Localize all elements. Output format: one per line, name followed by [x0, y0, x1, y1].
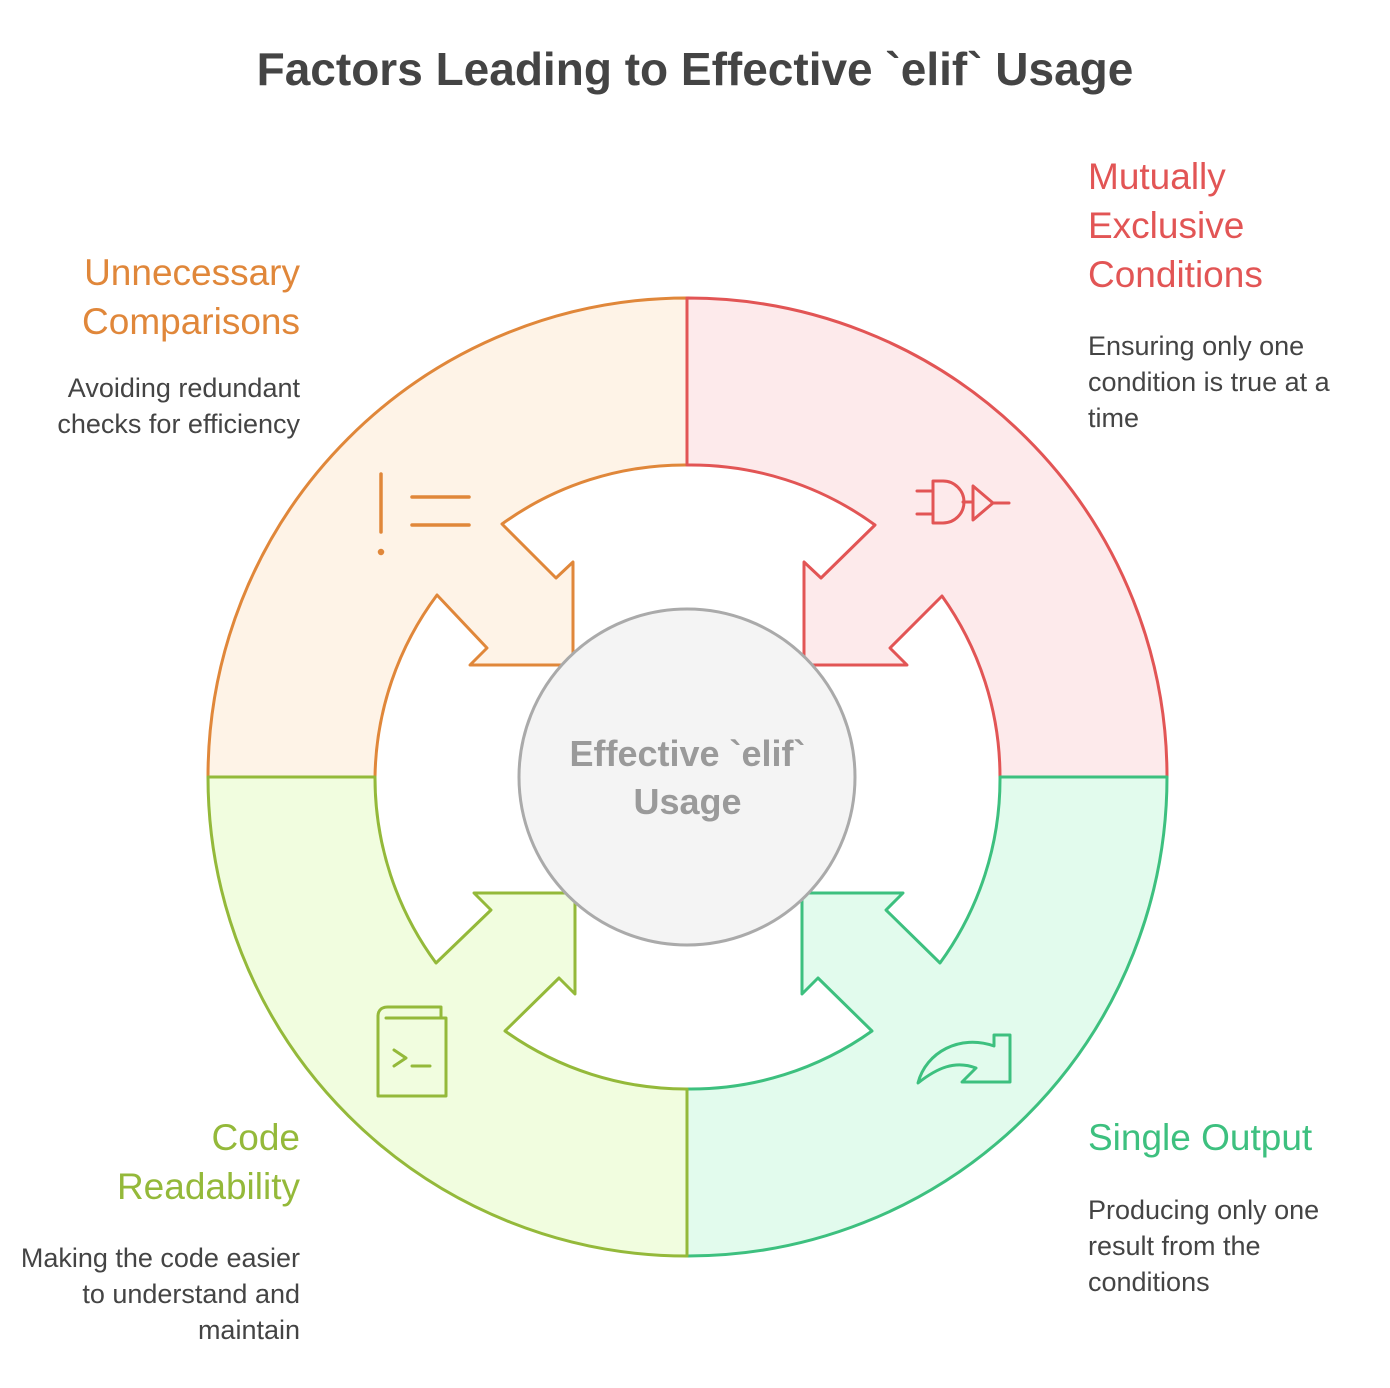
desc-unnecessary-comparisons: Avoiding redundant checks for efficiency: [57, 373, 300, 439]
diagram-title: Factors Leading to Effective `elif` Usag…: [256, 43, 1134, 95]
desc-code-readability: Making the code easier to understand and…: [20, 1243, 300, 1345]
code-book-icon: [376, 1005, 448, 1098]
desc-mutually-exclusive-conditions: Ensuring only one condition is true at a…: [1088, 331, 1330, 433]
center-label: Effective `elif` Usage: [569, 733, 806, 822]
heading-code-readability: Code Readability: [116, 1117, 300, 1207]
center-circle: [517, 607, 857, 947]
segment-mutually-exclusive-conditions[interactable]: [685, 296, 1169, 779]
segment-single-output[interactable]: [685, 775, 1169, 1258]
not-equal-icon: [377, 472, 471, 556]
heading-single-output: Single Output: [1088, 1117, 1313, 1158]
heading-mutually-exclusive-conditions: Mutually Exclusive Conditions: [1088, 156, 1263, 295]
heading-unnecessary-comparisons: Unnecessary Comparisons: [82, 252, 300, 342]
curved-arrow-icon: [916, 1033, 1012, 1085]
desc-single-output: Producing only one result from the condi…: [1088, 1195, 1320, 1297]
logic-gate-icon: [915, 479, 1011, 525]
